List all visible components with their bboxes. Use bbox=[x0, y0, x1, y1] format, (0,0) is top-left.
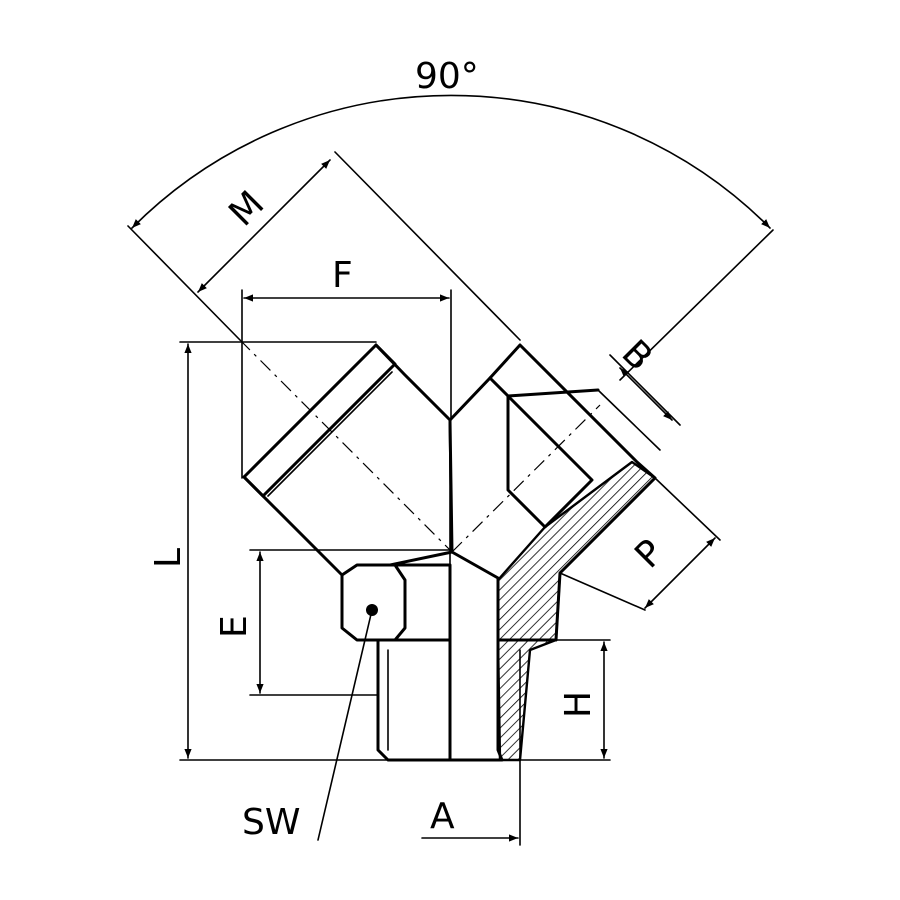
center-lines bbox=[239, 339, 601, 553]
angle-extension-left bbox=[127, 225, 241, 341]
dimension-l: L bbox=[148, 341, 611, 761]
dimension-m: M bbox=[197, 151, 521, 341]
dimension-a: A bbox=[421, 649, 521, 846]
dimension-e: E bbox=[214, 549, 453, 696]
p-extension-bottom bbox=[559, 572, 646, 611]
h-label: H bbox=[558, 691, 599, 718]
dimension-f: F bbox=[241, 255, 452, 479]
sw-label: SW bbox=[242, 802, 300, 843]
left-branch-thread-ring bbox=[242, 343, 397, 498]
fitting-body bbox=[242, 343, 657, 762]
m-dim-line bbox=[197, 159, 331, 293]
p-label: P bbox=[627, 532, 671, 576]
dimension-h: H bbox=[555, 639, 611, 759]
m-extension bbox=[334, 151, 521, 341]
left-branch-outline bbox=[242, 343, 454, 577]
p-extension-top bbox=[654, 477, 721, 541]
dimension-b: B bbox=[597, 332, 681, 451]
m-label: M bbox=[221, 183, 272, 234]
l-label: L bbox=[148, 548, 189, 568]
b-label: B bbox=[614, 332, 660, 378]
f-label: F bbox=[332, 255, 353, 296]
b-extension-bottom bbox=[597, 389, 661, 451]
a-label: A bbox=[430, 796, 455, 837]
shank-right-wall bbox=[448, 638, 504, 762]
sw-callout: SW bbox=[242, 604, 378, 843]
left-axis-centerline bbox=[239, 339, 453, 553]
sw-leader-line bbox=[317, 609, 373, 841]
angle-label: 90° bbox=[415, 56, 479, 97]
e-label: E bbox=[214, 615, 255, 638]
b-dim-line bbox=[619, 367, 673, 421]
angle-extension-right bbox=[619, 229, 774, 381]
p-dim-line bbox=[644, 537, 716, 609]
hex-nut-face bbox=[393, 563, 407, 642]
left-branch-thread-line bbox=[267, 371, 393, 497]
hex-nut bbox=[340, 563, 452, 642]
right-axis-centerline bbox=[451, 404, 601, 553]
